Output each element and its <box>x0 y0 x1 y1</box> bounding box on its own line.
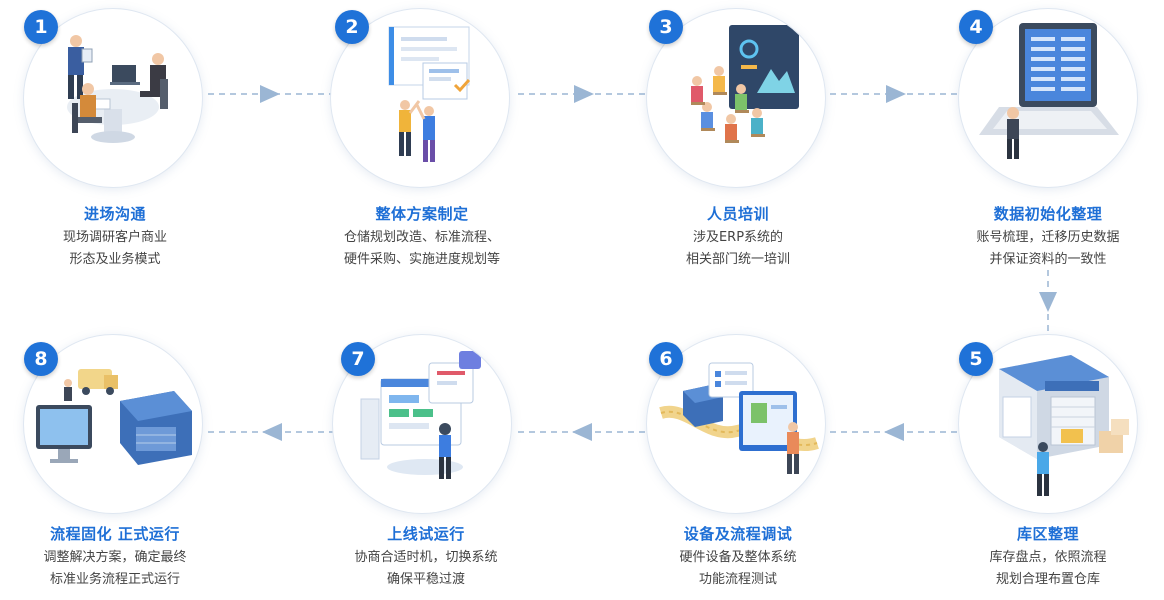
step-7-description: 协商合适时机，切换系统 确保平稳过渡 <box>296 547 556 591</box>
step-3-description: 涉及ERP系统的 相关部门统一培训 <box>608 227 868 271</box>
step-7-number-badge: 7 <box>341 342 375 376</box>
step-5-title: 库区整理 <box>1016 525 1079 543</box>
arrow-right-2-3 <box>518 84 648 104</box>
step-2-description-line-1: 仓储规划改造、标准流程、 <box>343 230 500 245</box>
arrow-left-7-8 <box>208 422 334 442</box>
step-1-title: 进场沟通 <box>83 205 146 223</box>
step-8-number-badge: 8 <box>24 342 58 376</box>
step-8-description: 调整解决方案，确定最终 标准业务流程正式运行 <box>0 547 245 591</box>
step-1-description-line-2: 形态及业务模式 <box>69 252 161 267</box>
step-3-description-line-1: 涉及ERP系统的 <box>692 230 784 245</box>
step-7-description-line-1: 协商合适时机，切换系统 <box>354 550 498 565</box>
step-7-title: 上线试运行 <box>387 525 465 543</box>
step-8-description-line-2: 标准业务流程正式运行 <box>49 572 180 587</box>
arrow-left-6-7 <box>518 422 648 442</box>
step-5-description: 库存盘点，依照流程 规划合理布置仓库 <box>918 547 1164 591</box>
step-5-description-line-2: 规划合理布置仓库 <box>995 572 1100 587</box>
step-6-illustration <box>646 334 826 514</box>
step-6-description-line-1: 硬件设备及整体系统 <box>679 550 797 565</box>
step-6-description-line-2: 功能流程测试 <box>698 572 777 587</box>
step-8-title: 流程固化 正式运行 <box>50 525 180 543</box>
step-6-title: 设备及流程调试 <box>683 525 793 543</box>
step-1-illustration <box>23 8 203 188</box>
step-7-description-line-2: 确保平稳过渡 <box>386 572 465 587</box>
step-2-description-line-2: 硬件采购、实施进度规划等 <box>343 252 500 267</box>
step-3-number-badge: 3 <box>649 10 683 44</box>
step-4-description: 账号梳理，迁移历史数据 并保证资料的一致性 <box>918 227 1164 271</box>
step-3-description-line-2: 相关部门统一培训 <box>685 252 790 267</box>
arrow-right-1-2 <box>208 84 334 104</box>
step-8-description-line-1: 调整解决方案，确定最终 <box>43 550 187 565</box>
step-4-title: 数据初始化整理 <box>993 205 1103 223</box>
arrow-right-3-4 <box>830 84 960 104</box>
step-4-description-line-2: 并保证资料的一致性 <box>989 252 1107 267</box>
step-1-description-line-1: 现场调研客户商业 <box>62 230 167 245</box>
step-2-description: 仓储规划改造、标准流程、 硬件采购、实施进度规划等 <box>292 227 552 271</box>
step-6-number-badge: 6 <box>649 342 683 376</box>
step-1-number-badge: 1 <box>24 10 58 44</box>
step-2-title: 整体方案制定 <box>375 205 469 223</box>
step-5-number-badge: 5 <box>959 342 993 376</box>
step-2-number-badge: 2 <box>335 10 369 44</box>
arrow-down-4-5 <box>1038 270 1058 332</box>
step-3-title: 人员培训 <box>706 205 769 223</box>
step-4-number-badge: 4 <box>959 10 993 44</box>
arrow-left-5-6 <box>830 422 960 442</box>
step-1-description: 现场调研客户商业 形态及业务模式 <box>0 227 245 271</box>
step-5-description-line-1: 库存盘点，依照流程 <box>989 550 1107 565</box>
step-6-description: 硬件设备及整体系统 功能流程测试 <box>608 547 868 591</box>
step-4-description-line-1: 账号梳理，迁移历史数据 <box>976 230 1120 245</box>
